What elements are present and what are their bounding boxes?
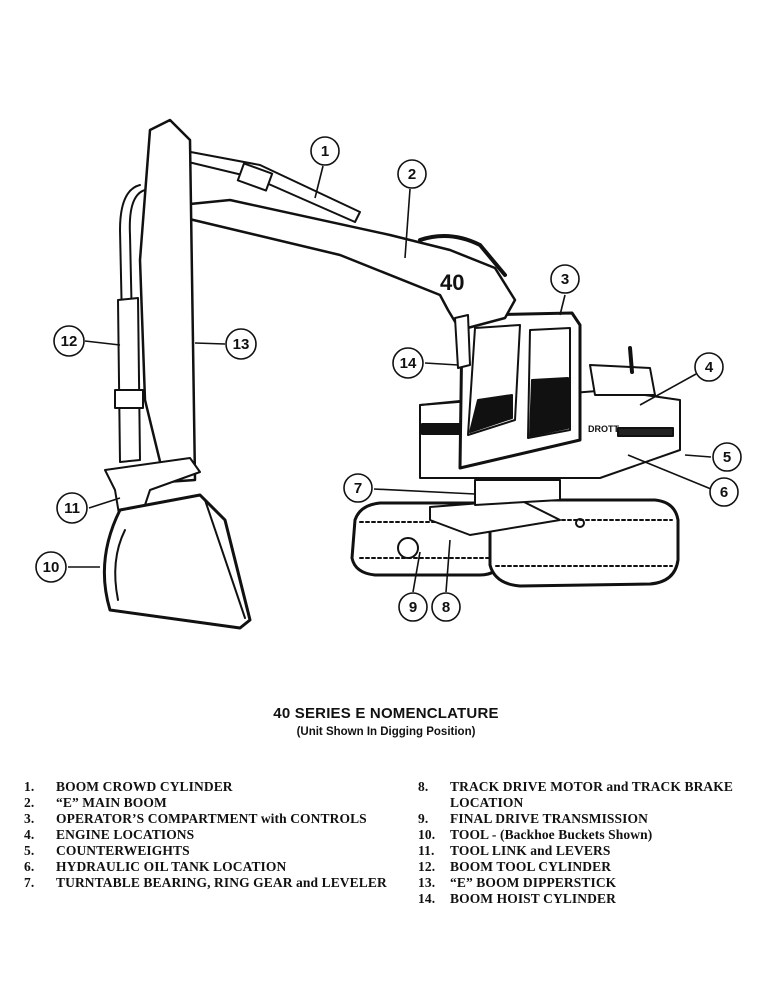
callout-label-4: 4: [705, 359, 714, 376]
legend-item: 2. “E” MAIN BOOM: [24, 795, 404, 811]
legend-item: 12. BOOM TOOL CYLINDER: [418, 859, 768, 875]
legend-item: 7. TURNTABLE BEARING, RING GEAR and LEVEL…: [24, 875, 404, 891]
legend-left-column: 1. BOOM CROWD CYLINDER 2. “E” MAIN BOOM 3.…: [24, 779, 404, 891]
callout-14: [392, 347, 424, 379]
callout-label-2: 2: [408, 166, 416, 183]
legend-item: 6. HYDRAULIC OIL TANK LOCATION: [24, 859, 404, 875]
callout-8: [431, 592, 461, 622]
legend-number: 11.: [418, 843, 435, 858]
legend-text: HYDRAULIC OIL TANK LOCATION: [56, 859, 287, 874]
legend-text: BOOM HOIST CYLINDER: [450, 891, 616, 906]
legend-number: 10.: [418, 827, 436, 842]
legend-right-column: 8. TRACK DRIVE MOTOR and TRACK BRAKE LOCA…: [418, 779, 768, 907]
callout-label-13: 13: [233, 336, 250, 353]
callout-12: [53, 325, 85, 357]
legend-number: 7.: [24, 875, 35, 890]
callout-9: [398, 592, 428, 622]
callout-label-8: 8: [442, 599, 450, 616]
diagram-title: 40 SERIES E NOMENCLATURE: [273, 705, 499, 722]
legend-number: 2.: [24, 795, 35, 810]
legend-number: 14.: [418, 891, 436, 906]
callout-label-5: 5: [723, 449, 731, 466]
legend-number: 3.: [24, 811, 35, 826]
legend-text: BOOM TOOL CYLINDER: [450, 859, 612, 874]
legend-text: FINAL DRIVE TRANSMISSION: [450, 811, 648, 826]
legend-item: 5. COUNTERWEIGHTS: [24, 843, 404, 859]
legend-number: 4.: [24, 827, 35, 842]
legend-number: 5.: [24, 843, 35, 858]
callout-label-1: 1: [321, 143, 329, 160]
callout-5: [712, 442, 742, 472]
callout-7: [343, 473, 373, 503]
legend-text: TRACK DRIVE MOTOR and TRACK BRAKE LOCATI…: [450, 779, 733, 810]
callout-11: [56, 492, 88, 524]
legend-text: BOOM CROWD CYLINDER: [56, 779, 233, 794]
machine-label: 40: [440, 270, 464, 295]
callout-label-12: 12: [61, 333, 78, 350]
boom-hoist-cylinder: [454, 314, 471, 369]
dipperstick: [138, 118, 197, 484]
legend-text: COUNTERWEIGHTS: [56, 843, 190, 858]
legend-item: 3. OPERATOR’S COMPARTMENT with CONTROLS: [24, 811, 404, 827]
brand-label: DROTT: [588, 424, 619, 434]
legend-text: TURNTABLE BEARING, RING GEAR and LEVELER: [56, 875, 387, 890]
legend-number: 12.: [418, 859, 436, 874]
legend-text: OPERATOR’S COMPARTMENT with CONTROLS: [56, 811, 367, 826]
callout-4: [694, 352, 724, 382]
turntable: [474, 479, 561, 506]
backhoe-bucket: [102, 493, 252, 630]
legend-item: 9. FINAL DRIVE TRANSMISSION: [418, 811, 768, 827]
legend-text: “E” BOOM DIPPERSTICK: [450, 875, 617, 890]
legend-number: 8.: [418, 779, 429, 794]
legend-text: TOOL LINK and LEVERS: [450, 843, 611, 858]
legend-item: 14. BOOM HOIST CYLINDER: [418, 891, 768, 907]
legend-item: 13. “E” BOOM DIPPERSTICK: [418, 875, 768, 891]
legend-number: 1.: [24, 779, 35, 794]
callout-label-10: 10: [43, 559, 60, 576]
callout-10: [35, 551, 67, 583]
legend-item: 1. BOOM CROWD CYLINDER: [24, 779, 404, 795]
callout-13: [225, 328, 257, 360]
callout-3: [550, 264, 580, 294]
legend-number: 6.: [24, 859, 35, 874]
excavator-diagram: DROTT 40: [35, 118, 742, 630]
diagram-subtitle: (Unit Shown In Digging Position): [296, 726, 476, 738]
callout-1: [310, 136, 340, 166]
legend-text: ENGINE LOCATIONS: [56, 827, 195, 842]
legend-item: 11. TOOL LINK and LEVERS: [418, 843, 768, 859]
legend-text: “E” MAIN BOOM: [56, 795, 167, 810]
legend-number: 13.: [418, 875, 436, 890]
callout-label-6: 6: [720, 484, 728, 501]
callout-6: [709, 477, 739, 507]
callout-label-7: 7: [354, 480, 362, 497]
callout-2: [397, 159, 427, 189]
boom-tool-cylinder: [117, 297, 141, 463]
legend-item: 4. ENGINE LOCATIONS: [24, 827, 404, 843]
legend-text: TOOL - (Backhoe Buckets Shown): [450, 827, 653, 842]
legend-number: 9.: [418, 811, 429, 826]
callout-label-14: 14: [400, 355, 417, 372]
legend-item: 8. TRACK DRIVE MOTOR and TRACK BRAKE LOCA…: [418, 779, 768, 811]
callout-label-9: 9: [409, 599, 417, 616]
main-boom: [178, 198, 517, 332]
callout-label-3: 3: [561, 271, 569, 288]
callout-label-11: 11: [64, 500, 80, 517]
legend-item: 10. TOOL - (Backhoe Buckets Shown): [418, 827, 768, 843]
